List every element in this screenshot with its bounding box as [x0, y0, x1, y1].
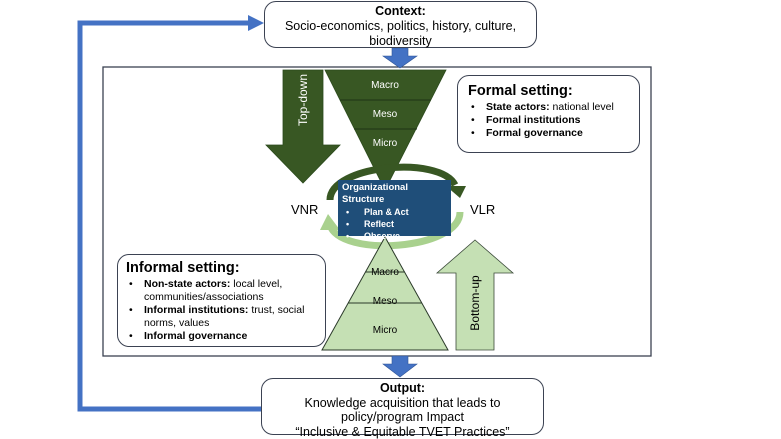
output-title: Output: — [379, 381, 426, 395]
context-line-1: Socio-economics, politics, history, cult… — [284, 19, 517, 33]
formal-item: Formal governance — [468, 127, 631, 140]
organizational-structure-box: Organizational Structure Plan & Act Refl… — [338, 180, 451, 242]
bottom-up-arrow — [435, 239, 515, 351]
informal-item-term: Informal institutions: — [144, 304, 249, 316]
output-box: Output: Knowledge acquisition that leads… — [261, 378, 544, 439]
cycle-arrow-top — [326, 163, 459, 201]
formal-item-term: Formal institutions — [486, 114, 581, 126]
main-frame — [102, 66, 652, 357]
formal-item-desc: national level — [549, 101, 614, 113]
informal-item-term: Informal governance — [144, 330, 248, 342]
context-title: Context: — [375, 4, 426, 18]
informal-setting-title: Informal setting: — [126, 260, 240, 276]
output-line-3: “Inclusive & Equitable TVET Practices” — [295, 424, 510, 439]
top-funnel-layer-meso: Meso — [372, 109, 398, 120]
formal-item-term: State actors: — [486, 101, 550, 113]
informal-setting-box: Informal setting: Non-state actors: loca… — [117, 254, 326, 347]
vnr-label: VNR — [291, 202, 319, 217]
org-step: Reflect — [342, 218, 451, 230]
informal-item-desc: trust, social norms, values — [144, 304, 305, 329]
cycle-arrowhead-left — [320, 214, 340, 230]
org-step: Observe — [342, 230, 451, 242]
formal-setting-title: Formal setting: — [468, 83, 573, 99]
output-down-arrow — [382, 355, 418, 378]
feedback-arrowhead — [248, 15, 264, 31]
formal-item: State actors: national level — [468, 101, 631, 114]
output-line-1: Knowledge acquisition that leads to — [304, 395, 501, 410]
formal-item-term: Formal governance — [486, 127, 583, 139]
context-down-arrow — [382, 47, 418, 69]
context-box: Context: Socio-economics, politics, hist… — [264, 1, 537, 48]
informal-item: Informal governance — [126, 330, 317, 343]
org-structure-title: Organizational Structure — [342, 182, 408, 205]
top-funnel-layer-macro: Macro — [371, 80, 399, 91]
bottom-pyramid-layer-micro: Micro — [372, 325, 398, 336]
bottom-up-label: Bottom-up — [468, 275, 482, 331]
feedback-loop-line — [77, 20, 262, 412]
bottom-pyramid — [321, 235, 449, 351]
context-line-2: biodiversity — [369, 34, 432, 48]
cycle-arrowhead-right — [446, 186, 466, 198]
formal-setting-box: Formal setting: State actors: national l… — [457, 75, 640, 153]
formal-item: Formal institutions — [468, 114, 631, 127]
informal-item: Non-state actors: local level, communiti… — [126, 278, 317, 304]
informal-item: Informal institutions: trust, social nor… — [126, 304, 317, 330]
bottom-pyramid-layer-meso: Meso — [372, 296, 398, 307]
vlr-label: VLR — [470, 202, 496, 217]
informal-item-desc: local level, communities/associations — [144, 278, 283, 303]
output-line-2: policy/program Impact — [341, 410, 464, 424]
informal-item-term: Non-state actors: — [144, 278, 231, 290]
top-down-arrow — [265, 69, 341, 184]
org-step: Plan & Act — [342, 206, 451, 218]
bottom-pyramid-layer-macro: Macro — [371, 267, 399, 278]
top-funnel-layer-micro: Micro — [372, 138, 398, 149]
top-down-label: Top-down — [296, 73, 310, 127]
